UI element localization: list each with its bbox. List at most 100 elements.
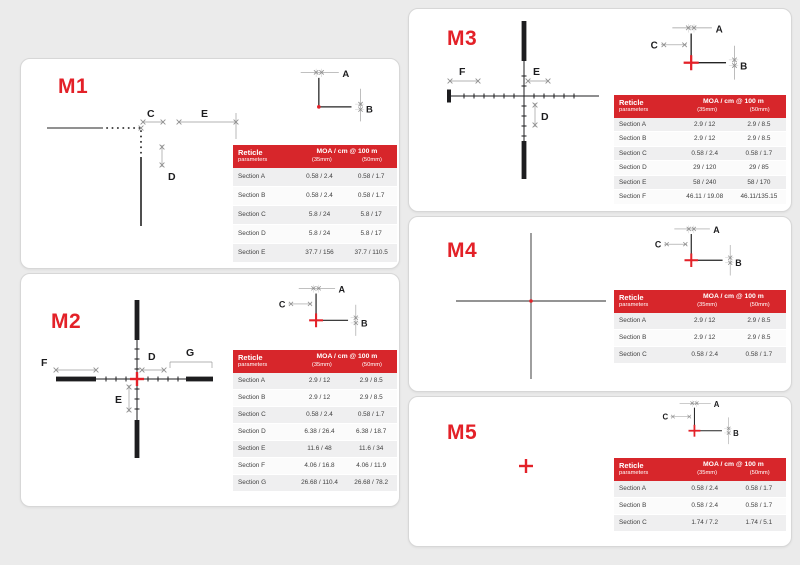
table-cell: 2.9 / 12: [308, 394, 331, 402]
m4-detail-diagram: A C B: [655, 225, 742, 276]
table-cell: 2.9 / 8.5: [747, 317, 771, 325]
table-header-moa: MOA / cm @ 100 m: [316, 353, 378, 360]
panel-m1: M1 C E D: [20, 58, 400, 269]
table-header-title: Reticle: [619, 98, 644, 107]
table-header: Reticle parameters MOA / cm @ 100 m (35m…: [614, 290, 786, 313]
table-cell: 0.58 / 1.7: [357, 192, 385, 200]
col-50mm: (50mm): [749, 301, 770, 308]
table-cell: 26.68 / 78.2: [354, 479, 389, 487]
m1-reticle-diagram: C E D: [47, 108, 239, 226]
dim-label-f: F: [459, 66, 466, 78]
col-35mm: (35mm): [311, 361, 332, 368]
table-header-subtitle: parameters: [238, 362, 268, 369]
table-cell: Section A: [619, 485, 647, 493]
table-cell: Section D: [238, 230, 266, 238]
dim-label-a: A: [716, 25, 723, 36]
table-cell: 29 / 120: [693, 164, 717, 172]
col-50mm: (50mm): [749, 469, 770, 476]
table-header-title: Reticle: [619, 293, 644, 302]
table-cell: Section B: [238, 192, 266, 200]
panel-title-m3: M3: [447, 27, 478, 50]
table-cell: 4.06 / 16.8: [304, 462, 335, 470]
table-cell: Section A: [619, 120, 647, 128]
dim-label-c: C: [279, 299, 286, 309]
table-cell: Section B: [619, 135, 647, 143]
table-cell: 2.9 / 12: [694, 334, 716, 342]
col-35mm: (35mm): [697, 469, 718, 476]
table-header-moa: MOA / cm @ 100 m: [316, 148, 378, 155]
panel-m5: M5 A C B Reticle: [408, 396, 792, 547]
table-cell: 37.7 / 110.5: [354, 249, 388, 257]
panel-title-m4: M4: [447, 239, 478, 262]
table-cell: 58 / 240: [693, 178, 717, 186]
dim-label-a: A: [342, 69, 349, 80]
dim-label-e: E: [201, 108, 208, 120]
dimension-lines: [56, 361, 213, 412]
table-row: Section B 2.9 / 12 2.9 / 8.5: [614, 132, 786, 147]
dimension-lines: [670, 402, 729, 445]
table-cell: 0.58 / 2.4: [306, 173, 333, 181]
table-header: Reticle parameters MOA / cm @ 100 m (35m…: [614, 95, 786, 118]
table-cell: 2.9 / 12: [694, 135, 716, 143]
red-cross-marker: [683, 55, 699, 71]
table-cell: Section B: [619, 502, 647, 510]
panel-title-m2: M2: [51, 310, 82, 333]
dim-label-f: F: [41, 357, 48, 369]
red-dot-marker: [317, 105, 321, 109]
table-cell: 26.68 / 110.4: [301, 479, 338, 487]
table-cell: 6.38 / 18.7: [356, 428, 387, 436]
table-header-moa: MOA / cm @ 100 m: [703, 98, 764, 105]
dim-label-b: B: [740, 61, 747, 72]
table-cell: 29 / 85: [749, 164, 769, 172]
red-cross-marker: [688, 424, 701, 437]
table-cell: 0.58 / 2.4: [691, 502, 719, 510]
table-header-title: Reticle: [619, 461, 644, 470]
table-cell: 2.9 / 8.5: [359, 377, 383, 385]
dimension-lines: [288, 288, 357, 336]
panel-m3: M3 F E D: [408, 8, 792, 212]
table-cell: 1.74 / 5.1: [745, 519, 773, 527]
col-50mm: (50mm): [749, 106, 770, 113]
table-cell: Section C: [238, 211, 266, 219]
table-cell: 0.58 / 2.4: [691, 351, 719, 359]
table-cell: 2.9 / 8.5: [747, 334, 771, 342]
m5-detail-diagram: A C B: [662, 400, 739, 445]
table-cell: 0.58 / 2.4: [691, 485, 719, 493]
table-header: Reticle parameters MOA / cm @ 100 m (35m…: [233, 350, 397, 373]
table-cell: 2.9 / 12: [308, 377, 331, 385]
table-cell: 2.9 / 8.5: [747, 135, 771, 143]
table-cell: Section B: [619, 334, 647, 342]
m5-parameters-table: Reticle parameters MOA / cm @ 100 m (35m…: [614, 458, 786, 532]
table-cell: 2.9 / 8.5: [359, 394, 383, 402]
table-cell: Section D: [238, 428, 266, 436]
panel-title-m5: M5: [447, 421, 478, 444]
panel-m2: M2 F D G E: [20, 273, 400, 507]
dim-label-b: B: [361, 318, 368, 328]
table-cell: 4.06 / 11.9: [356, 462, 387, 470]
dim-label-d: D: [168, 171, 176, 183]
table-cell: 5.8 / 24: [308, 211, 331, 219]
table-cell: Section E: [238, 249, 266, 257]
dimension-lines: [664, 228, 731, 276]
dim-label-c: C: [651, 41, 658, 52]
dimension-lines: [661, 27, 735, 80]
dim-label-a: A: [713, 225, 720, 235]
dimension-lines: [300, 72, 361, 122]
dim-label-e: E: [115, 394, 122, 406]
dim-label-b: B: [366, 104, 373, 115]
